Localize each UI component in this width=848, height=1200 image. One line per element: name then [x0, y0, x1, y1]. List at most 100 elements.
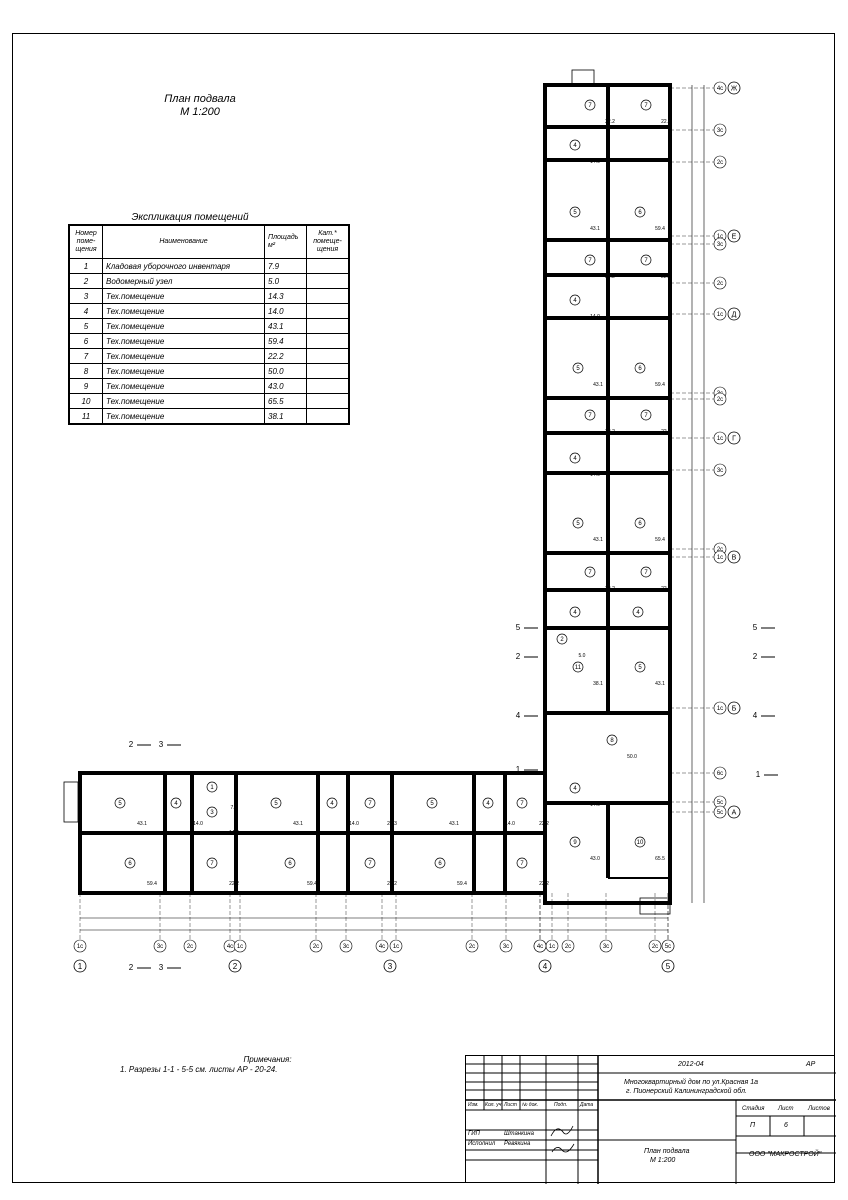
room-number-marker — [640, 99, 652, 111]
stamp-col-koluch: Кол. уч. — [485, 1102, 503, 1108]
axis-marker — [309, 939, 323, 953]
room-area: 22.2 — [661, 429, 671, 435]
axis-marker — [713, 81, 727, 95]
room-number: 4 — [330, 801, 334, 807]
room-number-marker — [634, 206, 646, 218]
axis-label: 1c — [717, 555, 723, 561]
main-axis-marker — [727, 229, 741, 243]
room-number: 7 — [644, 103, 648, 109]
room-area: 22.2 — [605, 586, 615, 592]
main-axis-label: Г — [732, 436, 736, 443]
room-number: 5 — [638, 665, 642, 671]
axis-marker — [599, 939, 613, 953]
room-area: 14.0 — [590, 159, 600, 165]
room-area: 59.4 — [655, 537, 665, 543]
header-area: Площадь м² — [264, 224, 307, 259]
axis-label: 3c — [157, 944, 163, 950]
axis-marker — [713, 550, 727, 564]
section-mark-label: 4 — [516, 711, 521, 720]
axis-label: 1c — [717, 436, 723, 442]
room-number: 6 — [638, 521, 642, 527]
axis-label: 1c — [549, 944, 555, 950]
main-axis-label: В — [732, 555, 737, 562]
room-area: 22.2 — [605, 274, 615, 280]
section-mark-label: 2 — [129, 740, 134, 749]
room-area: 14.0 — [590, 314, 600, 320]
axis-label: 3c — [503, 944, 509, 950]
stairs — [639, 897, 671, 915]
room-number: 7 — [368, 861, 372, 867]
room-number: 6 — [288, 861, 292, 867]
room-area: 59.4 — [147, 881, 157, 887]
room-number-marker — [572, 517, 584, 529]
room-area: 22.2 — [661, 586, 671, 592]
room-area: 43.1 — [137, 821, 147, 827]
axis-marker — [465, 939, 479, 953]
room-area: 14.0 — [505, 821, 515, 827]
room-area: 59.4 — [307, 881, 317, 887]
room-number-marker — [206, 857, 218, 869]
axis-marker — [713, 237, 727, 251]
main-axis-marker — [727, 81, 741, 95]
room-area: 43.1 — [449, 821, 459, 827]
room-number-marker — [584, 99, 596, 111]
room-number-marker — [124, 857, 136, 869]
room-number-marker — [634, 836, 646, 848]
room-number-marker — [640, 254, 652, 266]
room-number: 7 — [520, 861, 524, 867]
room-area: 43.1 — [655, 681, 665, 687]
axis-marker — [389, 939, 403, 953]
room-number: 6 — [438, 861, 442, 867]
drawing-title-line1: План подвала — [164, 93, 236, 105]
axis-label: 2c — [717, 281, 723, 287]
room-area: 22.3 — [387, 821, 397, 827]
room-number-marker — [584, 254, 596, 266]
room-number: 3 — [210, 810, 214, 816]
stamp-col-ndok: № док. — [522, 1102, 539, 1108]
drawing-title-line2: М 1:200 — [180, 106, 220, 118]
room-area: 59.4 — [457, 881, 467, 887]
axis-label: 2c — [717, 547, 723, 553]
axis-marker — [153, 939, 167, 953]
room-number: 5 — [576, 521, 580, 527]
room-number: 6 — [638, 366, 642, 372]
room-number: 7 — [210, 861, 214, 867]
axis-label: 2c — [313, 944, 319, 950]
stamp-stage-label: Стадия — [742, 1106, 765, 1112]
room-number-marker — [426, 797, 438, 809]
axis-label: 2c — [469, 944, 475, 950]
room-area: 59.4 — [655, 226, 665, 232]
room-number-marker — [634, 362, 646, 374]
room-number: 7 — [588, 570, 592, 576]
row-area: 65.5 — [264, 393, 307, 409]
room-number: 6 — [128, 861, 132, 867]
axis-label: 2c — [187, 944, 193, 950]
section-mark-label: 2 — [753, 652, 758, 661]
axis-marker — [183, 939, 197, 953]
main-axis-marker — [228, 959, 242, 973]
room-area: 65.5 — [655, 856, 665, 862]
axis-marker — [339, 939, 353, 953]
axis-marker — [561, 939, 575, 953]
room-number: 1 — [210, 785, 214, 791]
room-number: 4 — [573, 610, 577, 616]
explication-caption: Экспликация помещений — [131, 212, 249, 223]
section-mark-label: 1 — [756, 770, 761, 779]
axis-marker — [713, 766, 727, 780]
stamp-name1: Штанкина — [504, 1131, 534, 1137]
room-area: 22.2 — [661, 274, 671, 280]
room-area: 22.2 — [605, 119, 615, 125]
room-number: 4 — [573, 298, 577, 304]
room-number: 4 — [174, 801, 178, 807]
main-axis-label: 5 — [666, 962, 671, 971]
room-number-marker — [606, 734, 618, 746]
room-number-marker — [640, 409, 652, 421]
axis-label: 2c — [717, 160, 723, 166]
room-number: 7 — [644, 570, 648, 576]
axis-marker — [73, 939, 87, 953]
